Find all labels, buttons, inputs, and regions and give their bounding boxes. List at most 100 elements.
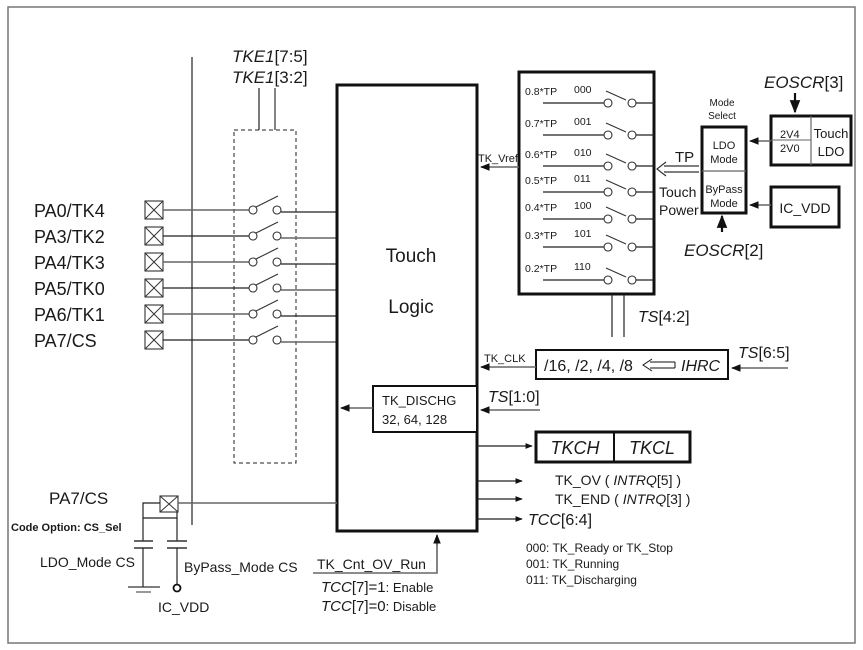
switch-blade: [255, 273, 279, 286]
switch-contact: [248, 231, 258, 241]
switch-blade: [605, 179, 627, 190]
vref-tap-code: 010: [574, 147, 592, 159]
mode-select-label-2: Select: [708, 111, 736, 122]
mode-select-label-1: Mode: [709, 98, 734, 109]
switch-blade: [605, 153, 627, 164]
tk-dischg-box: [372, 385, 478, 433]
vref-tap: 0.2*TP 110: [525, 261, 654, 285]
pin-rows: PA0/TK4PA3/TK2PA4/TK3PA5/TK0PA6/TK1PA7/C…: [34, 195, 337, 351]
switch-blade: [255, 247, 279, 260]
tkch-register: TKCH: [551, 438, 601, 458]
vref-tap-ratio: 0.8*TP: [525, 86, 557, 98]
code-option-label: Code Option: CS_Sel: [11, 522, 122, 534]
switch-blade: [605, 234, 627, 245]
vref-tap-code: 001: [574, 116, 592, 128]
clock-divider-block: [535, 349, 729, 380]
ts42-label: TS[4:2]: [638, 309, 690, 326]
eoscr2-label: EOSCR[2]: [684, 241, 763, 260]
vref-tap-code: 110: [574, 261, 591, 273]
switch-blade: [605, 206, 627, 217]
switch-contact: [627, 98, 637, 108]
vref-tap: 0.3*TP 101: [525, 228, 654, 252]
vref-tap-ratio: 0.4*TP: [525, 202, 557, 214]
switch-contact: [627, 161, 637, 171]
switch-contact: [272, 231, 282, 241]
tk-dischg-title: TK_DISCHG: [382, 393, 456, 408]
tk-vref-label: TK_Vref: [478, 153, 519, 165]
ov-run-disable: TCC[7]=0: Disable: [321, 598, 436, 615]
switch-contact: [603, 130, 613, 140]
outer-frame: [7, 6, 856, 644]
switch-contact: [248, 257, 258, 267]
ldo-voltage-2: 2V0: [780, 143, 800, 155]
switch-contact: [627, 214, 637, 224]
bypass-mode-cs-label: ByPass_Mode CS: [184, 559, 298, 575]
tk-end-label: TK_END ( INTRQ[3] ): [555, 491, 690, 507]
switch-blade: [605, 90, 627, 101]
pin-row: PA4/TK3: [34, 247, 337, 273]
pin-row: PA0/TK4: [34, 195, 337, 221]
ic-vdd-block: [769, 185, 841, 229]
tk-clk-label: TK_CLK: [484, 353, 526, 365]
switch-contact: [603, 161, 613, 171]
switch-blade: [255, 221, 279, 234]
ov-run-line: [313, 536, 438, 574]
vref-tap-code: 100: [574, 200, 592, 212]
vref-selector-block: [517, 70, 656, 296]
vref-tap-code: 101: [574, 228, 592, 240]
switch-contact: [248, 283, 258, 293]
switch-contact: [603, 214, 613, 224]
vref-tap-ratio: 0.2*TP: [525, 263, 557, 275]
switch-contact: [248, 309, 258, 319]
vref-tap-ratio: 0.3*TP: [525, 230, 557, 242]
ldo-mode-cs-label: LDO_Mode CS: [40, 554, 135, 570]
switch-contact: [248, 205, 258, 215]
mode-select-block: [700, 125, 748, 215]
vref-tap-ratio: 0.5*TP: [525, 175, 557, 187]
switch-contact: [272, 309, 282, 319]
ts10-label: TS[1:0]: [488, 389, 540, 406]
clock-dividers: /16, /2, /4, /8: [544, 358, 633, 375]
switch-contact: [603, 242, 613, 252]
tkcl-register: TKCL: [629, 438, 675, 458]
vref-tap: 0.5*TP 011: [525, 173, 654, 197]
switch-contact: [272, 283, 282, 293]
tk-ov-label: TK_OV ( INTRQ[5] ): [555, 472, 681, 488]
pin-label: PA3/TK2: [34, 227, 105, 247]
pin-label: PA0/TK4: [34, 201, 105, 221]
tcc-state-1: 001: TK_Running: [526, 557, 619, 571]
switch-contact: [627, 275, 637, 285]
tk-dischg-values: 32, 64, 128: [382, 412, 447, 427]
cs-ic-vdd-label: IC_VDD: [158, 599, 209, 615]
tp-label: TP: [675, 149, 694, 166]
vref-tap: 0.4*TP 100: [525, 200, 654, 224]
switch-contact: [272, 257, 282, 267]
vref-tap-code: 011: [574, 173, 591, 185]
cs-pin-label: PA7/CS: [49, 489, 108, 508]
bypass-mode-label-1: ByPass: [705, 184, 743, 196]
touch-logic-title-2: Logic: [388, 297, 433, 318]
touch-logic-block: [335, 83, 479, 533]
switch-contact: [248, 335, 258, 345]
switch-contact: [627, 242, 637, 252]
switch-contact: [603, 98, 613, 108]
tcc-label: TCC[6:4]: [528, 512, 592, 529]
tp-hollow-arrow: [656, 161, 699, 177]
ldo-mode-label-2: Mode: [710, 154, 738, 166]
pin-label: PA7/CS: [34, 331, 97, 351]
switch-contact: [627, 187, 637, 197]
ov-run-enable: TCC[7]=1: Enable: [321, 579, 433, 596]
pin-row: PA6/TK1: [34, 299, 337, 325]
pin-row: PA7/CS: [34, 325, 337, 351]
pin-label: PA6/TK1: [34, 305, 105, 325]
pin-label: PA5/TK0: [34, 279, 105, 299]
ts65-label: TS[6:5]: [738, 345, 790, 362]
pin-row: PA5/TK0: [34, 273, 337, 299]
switch-blade: [605, 267, 627, 278]
clock-hollow-arrow: [642, 358, 676, 372]
